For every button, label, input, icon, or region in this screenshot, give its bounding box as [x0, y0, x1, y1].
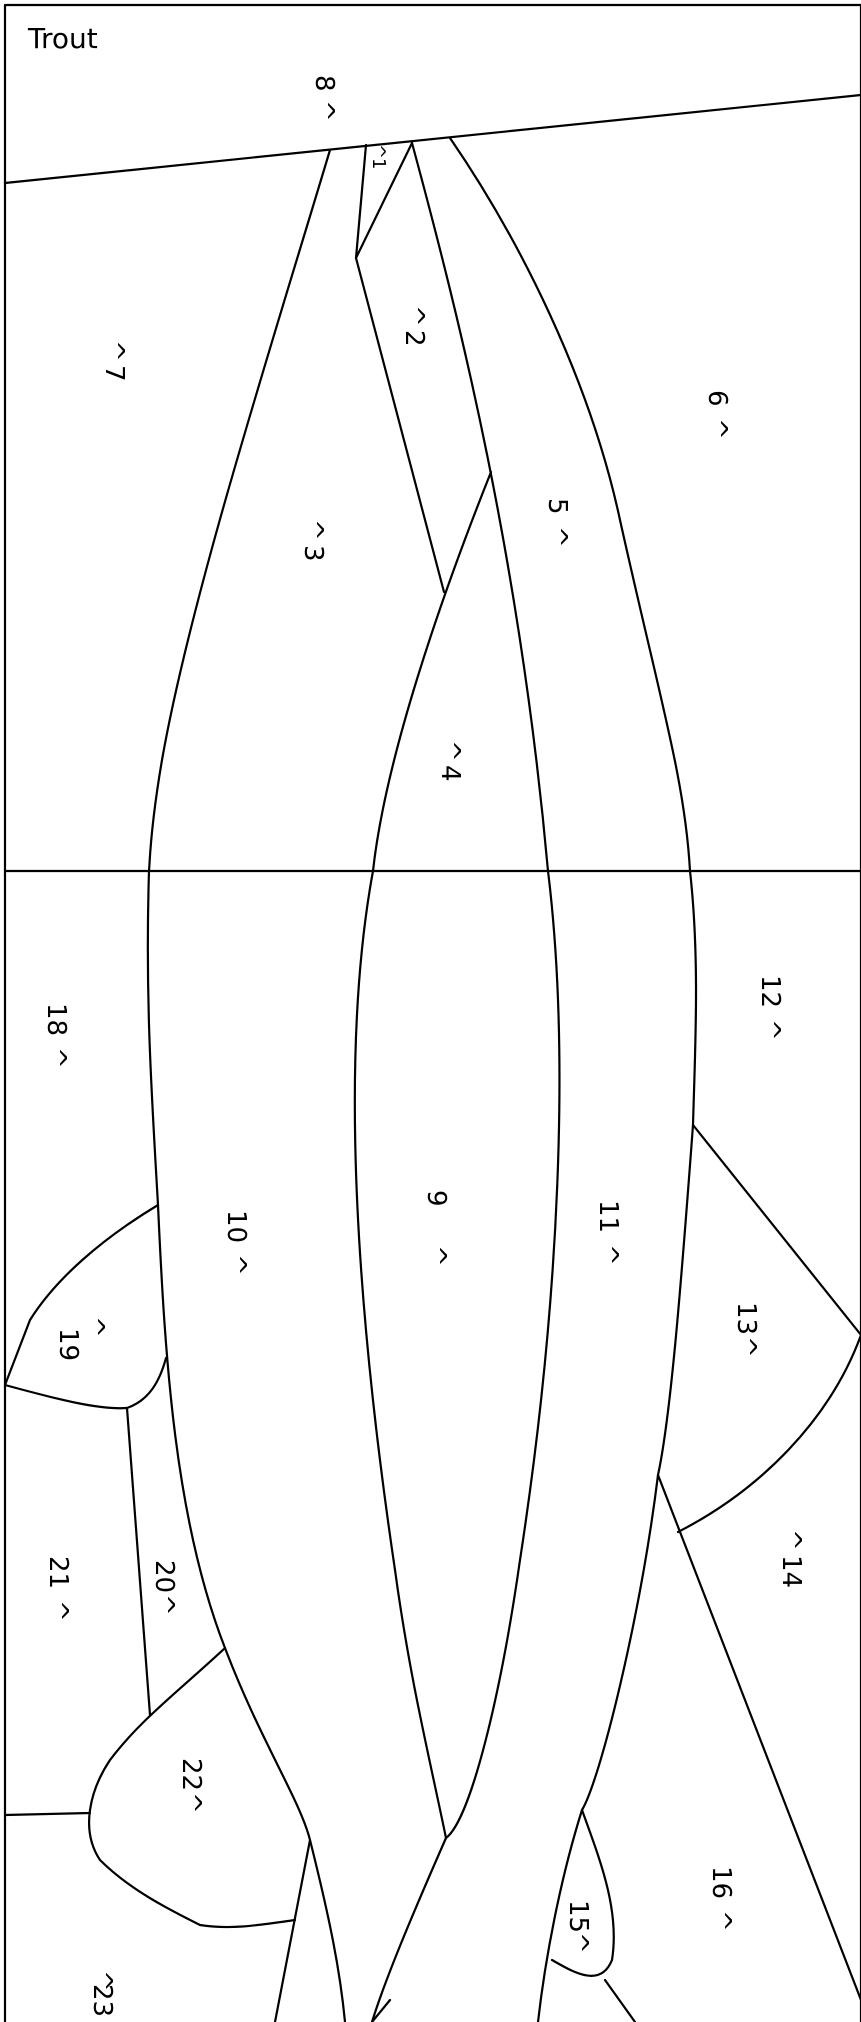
label-region-9-number: 9 — [421, 1190, 451, 1207]
label-region-3-pointer: ^ — [298, 519, 328, 541]
divider-top — [3, 93, 861, 185]
label-region-18: 18 ^ — [41, 1003, 71, 1069]
label-region-11-pointer: ^ — [593, 1244, 623, 1266]
label-region-9-pointer: ^ — [421, 1245, 451, 1267]
label-region-13-number: 13 — [731, 1302, 761, 1335]
label-region-2: 2 ^ — [399, 305, 429, 347]
label-region-15-number: 15 — [563, 1900, 593, 1933]
label-region-22-number: 22 — [176, 1758, 206, 1791]
label-region-2-pointer: ^ — [399, 305, 429, 327]
outline-piece-21-23 — [3, 1811, 92, 1817]
label-region-14-number: 14 — [776, 1555, 806, 1588]
label-region-20-pointer: ^ — [149, 1594, 179, 1616]
label-region-8-pointer: ^ — [309, 100, 339, 122]
label-region-10-pointer: ^ — [221, 1254, 251, 1276]
label-region-2-number: 2 — [399, 330, 429, 347]
outer-border — [3, 3, 861, 2022]
outline-piece-13 — [676, 1123, 861, 1534]
label-region-23-pointer: ^ — [87, 1970, 117, 1992]
label-region-4-pointer: ^ — [435, 740, 465, 762]
label-region-16: 16 ^ — [706, 1866, 736, 1932]
label-region-5: 5 ^ — [542, 498, 572, 548]
label-region-23: 23 ^ — [87, 1970, 117, 2017]
label-region-1-pointer: ^ — [368, 144, 389, 159]
label-region-1: 1 ^ — [368, 144, 389, 169]
outline-piece-15 — [550, 1808, 615, 1977]
label-region-12: 12 ^ — [755, 975, 785, 1041]
label-region-1-number: 1 — [368, 158, 389, 169]
outline-piece-23-fin-outer — [370, 1998, 392, 2022]
label-region-16-number: 16 — [706, 1866, 736, 1899]
label-region-14: 14 ^ — [776, 1529, 806, 1588]
outline-center-right — [370, 869, 561, 2022]
label-region-18-number: 18 — [41, 1003, 71, 1036]
label-region-4-number: 4 — [435, 765, 465, 782]
label-region-20-number: 20 — [149, 1560, 179, 1593]
label-region-18-pointer: ^ — [41, 1047, 71, 1069]
label-region-10-number: 10 — [221, 1210, 251, 1243]
label-region-13-pointer: ^ — [731, 1336, 761, 1358]
label-region-8: 8 ^ — [309, 75, 339, 122]
label-region-4: 4 ^ — [435, 740, 465, 782]
label-region-14-pointer: ^ — [776, 1529, 806, 1551]
label-region-7-number: 7 — [99, 365, 129, 382]
label-region-11: 11 ^ — [593, 1200, 623, 1266]
label-region-13: 13 ^ — [731, 1302, 761, 1358]
outline-piece-2-3 — [354, 256, 446, 594]
outline-body-line — [410, 141, 550, 873]
label-region-7: 7 ^ — [99, 340, 129, 382]
outline-piece-14-16 — [656, 1473, 861, 2002]
outline-piece-16-tail — [603, 1978, 637, 2022]
label-region-6-pointer: ^ — [702, 418, 732, 440]
label-region-11-number: 11 — [593, 1200, 623, 1233]
label-region-6: 6 ^ — [702, 390, 732, 440]
label-region-22-pointer: ^ — [176, 1792, 206, 1814]
label-region-5-number: 5 — [542, 498, 572, 515]
label-region-15-pointer: ^ — [563, 1932, 593, 1954]
outline-piece-20 — [125, 1406, 152, 1717]
label-region-20: 20 ^ — [149, 1560, 179, 1616]
label-region-6-number: 6 — [702, 390, 732, 407]
outline-fin-left — [147, 148, 332, 873]
label-region-19: 19 ^ — [53, 1316, 109, 1361]
pattern-title: Trout — [27, 22, 98, 55]
label-region-21-number: 21 — [43, 1556, 73, 1589]
outline-back-right — [536, 869, 698, 2022]
outline-belly-left — [146, 869, 347, 2022]
label-region-21: 21 ^ — [43, 1556, 73, 1622]
label-region-8-number: 8 — [309, 75, 339, 92]
label-region-3: 3 ^ — [298, 519, 328, 562]
label-region-15: 15 ^ — [563, 1900, 593, 1954]
outline-piece-22 — [88, 1646, 297, 1929]
label-region-10: 10 ^ — [221, 1210, 251, 1276]
label-region-21-pointer: ^ — [43, 1600, 73, 1622]
outline-center-left — [353, 869, 448, 1840]
label-region-3-number: 3 — [298, 545, 328, 562]
label-region-16-pointer: ^ — [706, 1910, 736, 1932]
label-region-12-number: 12 — [755, 975, 785, 1008]
label-region-9: 9 ^ — [421, 1190, 451, 1267]
label-region-23-number: 23 — [87, 1984, 117, 2017]
label-region-7-pointer: ^ — [99, 340, 129, 362]
label-region-19-pointer: ^ — [79, 1316, 109, 1338]
label-region-12-pointer: ^ — [755, 1019, 785, 1041]
outline-piece-19 — [3, 1203, 168, 1410]
outline-piece-4 — [371, 470, 493, 873]
outline-piece-23-fin — [273, 1838, 312, 2022]
label-region-5-pointer: ^ — [542, 526, 572, 548]
outline-fin-right — [448, 136, 692, 873]
label-region-22: 22 ^ — [176, 1758, 206, 1814]
label-region-19-number: 19 — [53, 1328, 83, 1361]
